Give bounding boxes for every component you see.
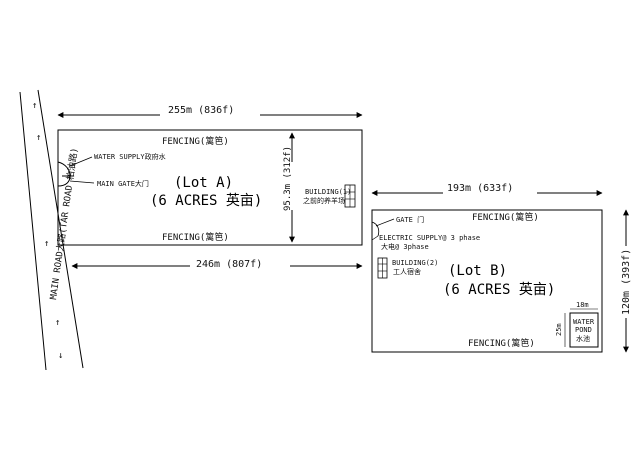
lot-b-top-width: 193m (633f) (447, 183, 513, 194)
lot-b-fencing-top: FENCING(篱笆) (472, 211, 539, 223)
water-supply-leader (69, 156, 93, 167)
lot-a-top-width: 255m (836f) (168, 105, 234, 116)
building-2-sub: 工人宿舍 (393, 267, 421, 276)
lot-b-depth: 120m (393f) (621, 249, 632, 315)
lot-a-bottom-width: 246m (807f) (196, 259, 262, 270)
arrow-down-icon: ↓ (58, 351, 63, 361)
lot-a-acres: (6 ACRES 英亩) (150, 192, 262, 209)
lot-a: 255m (836f) 246m (807f) 95.3m (312f) FEN… (57, 104, 363, 270)
dim-label-bg (190, 255, 290, 269)
main-road: MAIN ROAD大路(TAR ROAD 柏油路) ↑ ↑ ↑ ↑ ↓ (19, 89, 84, 371)
pond-height-label: 25m (555, 323, 563, 336)
electric-supply-sub: 大电@ 3phase (381, 242, 429, 251)
arrow-up-icon: ↑ (32, 101, 37, 111)
pond-label-3: 水池 (576, 334, 590, 343)
arrow-up-icon: ↑ (44, 239, 49, 249)
lot-a-fencing-bottom: FENCING(篱笆) (162, 231, 229, 243)
building-1-sub: 之前的养羊场 (303, 196, 345, 205)
lot-a-title: (Lot A) (174, 175, 233, 191)
main-gate-label: MAIN GATE大门 (97, 179, 149, 188)
lot-a-fencing-top: FENCING(篱笆) (162, 135, 229, 147)
main-gate-leader (69, 180, 95, 184)
arrow-up-icon: ↑ (55, 318, 60, 328)
road-edge-right (37, 89, 84, 369)
road-direction-arrows: ↑ ↑ ↑ ↑ ↓ (32, 101, 63, 361)
dim-label-bg (617, 246, 633, 318)
lot-b-fencing-bottom: FENCING(篱笆) (468, 337, 535, 349)
arrow-up-icon: ↑ (36, 133, 41, 143)
lot-a-boundary (57, 129, 363, 246)
electric-leader (371, 235, 379, 241)
pond-width-label: 18m (576, 301, 589, 309)
gate-leader (375, 218, 395, 227)
lot-a-depth: 95.3m (312f) (283, 146, 293, 211)
dim-label-bg (443, 182, 537, 196)
road-label: MAIN ROAD大路(TAR ROAD 柏油路) (47, 147, 80, 301)
building-2-label: BUILDING(2) (392, 259, 438, 267)
lot-b-gate-swing (371, 221, 380, 237)
pond-label-2: POND (575, 326, 592, 334)
building-1-label: BUILDING(1) (305, 188, 351, 196)
lot-b: 193m (633f) 120m (393f) FENCING(篱笆) FENC… (371, 182, 633, 353)
road-edge-left (19, 91, 47, 371)
water-supply-label: WATER SUPPLY政府水 (94, 152, 166, 161)
lot-b-title: (Lot B) (448, 263, 507, 279)
lot-b-gate-label: GATE 门 (396, 215, 424, 224)
electric-supply-label: ELECTRIC SUPPLY@ 3 phase (379, 234, 480, 242)
lot-b-boundary (371, 209, 603, 353)
lot-b-acres: (6 ACRES 英亩) (443, 281, 555, 298)
dim-label-bg (160, 104, 260, 118)
water-pond (569, 312, 599, 348)
pond-label-1: WATER (573, 318, 595, 326)
dim-label-bg (283, 162, 297, 210)
